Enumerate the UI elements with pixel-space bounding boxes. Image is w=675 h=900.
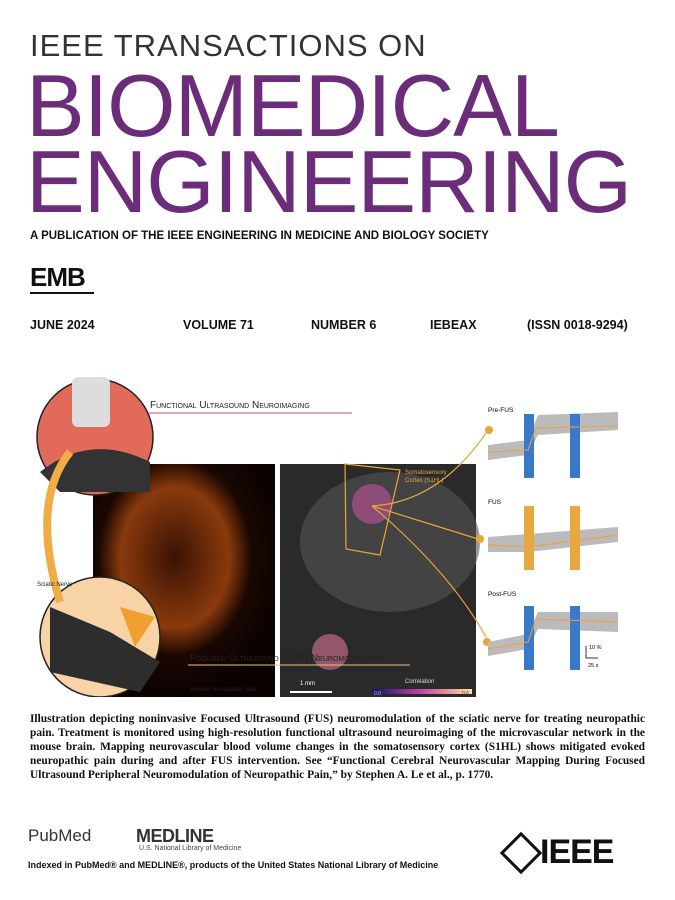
cover-figure: 1 mm Correlation 0.0 0.6 Somatosensory C… (36, 377, 619, 697)
emb-logo: EMB (30, 262, 86, 292)
ieee-logo: IEEE (540, 833, 614, 871)
scale-x-label: 25 s (588, 663, 599, 669)
sciatic-nerve-label: Sciatic Nerve (37, 582, 73, 588)
issue-date: JUNE 2024 (30, 318, 95, 332)
region-label-2: Cortex (S1HL) (405, 478, 443, 484)
nlm-label: U.S. National Library of Medicine (139, 845, 242, 852)
scale-bar-label: 1 mm (300, 681, 315, 687)
trace-label-fus: FUS (488, 499, 502, 506)
issue-issn: (ISSN 0018-9294) (527, 318, 628, 332)
ieee-diamond-icon (499, 831, 543, 875)
issue-volume: VOLUME 71 (183, 318, 254, 332)
index-note: Indexed in PubMed® and MEDLINE®, product… (28, 860, 439, 870)
colorbar-label: Correlation (405, 679, 434, 685)
cover-caption: Illustration depicting noninvasive Focus… (30, 713, 645, 781)
colorbar-max: 0.6 (462, 691, 469, 697)
emb-logo-line (30, 292, 94, 294)
journal-title-line1: BIOMEDICAL (26, 56, 560, 155)
pain-label: Evoked neuropathic pain (190, 687, 256, 693)
label-fus-neuromodulation: Focused Ultrasound (FUS) Neuromodulation (190, 653, 385, 664)
medline-logo: MEDLINE (136, 826, 214, 846)
journal-title-line2: ENGINEERING (26, 132, 632, 231)
label-fus-imaging: Functional Ultrasound Neuroimaging (150, 400, 310, 411)
trace-panels: Pre-FUS FUS Post-FUS 10 % 25 s (487, 407, 619, 670)
journal-prefix: IEEE TRANSACTIONS ON (30, 28, 427, 63)
trace-label-pre: Pre-FUS (488, 407, 514, 414)
pubmed-logo: PubMed (28, 826, 92, 845)
issue-code: IEBEAX (430, 318, 477, 332)
issue-number: NUMBER 6 (311, 318, 377, 332)
region-label: Somatosensory (405, 470, 447, 476)
journal-subtitle: A PUBLICATION OF THE IEEE ENGINEERING IN… (30, 230, 489, 242)
colorbar-min: 0.0 (374, 691, 381, 697)
scale-y-label: 10 % (589, 645, 602, 651)
trace-label-post: Post-FUS (488, 591, 517, 598)
